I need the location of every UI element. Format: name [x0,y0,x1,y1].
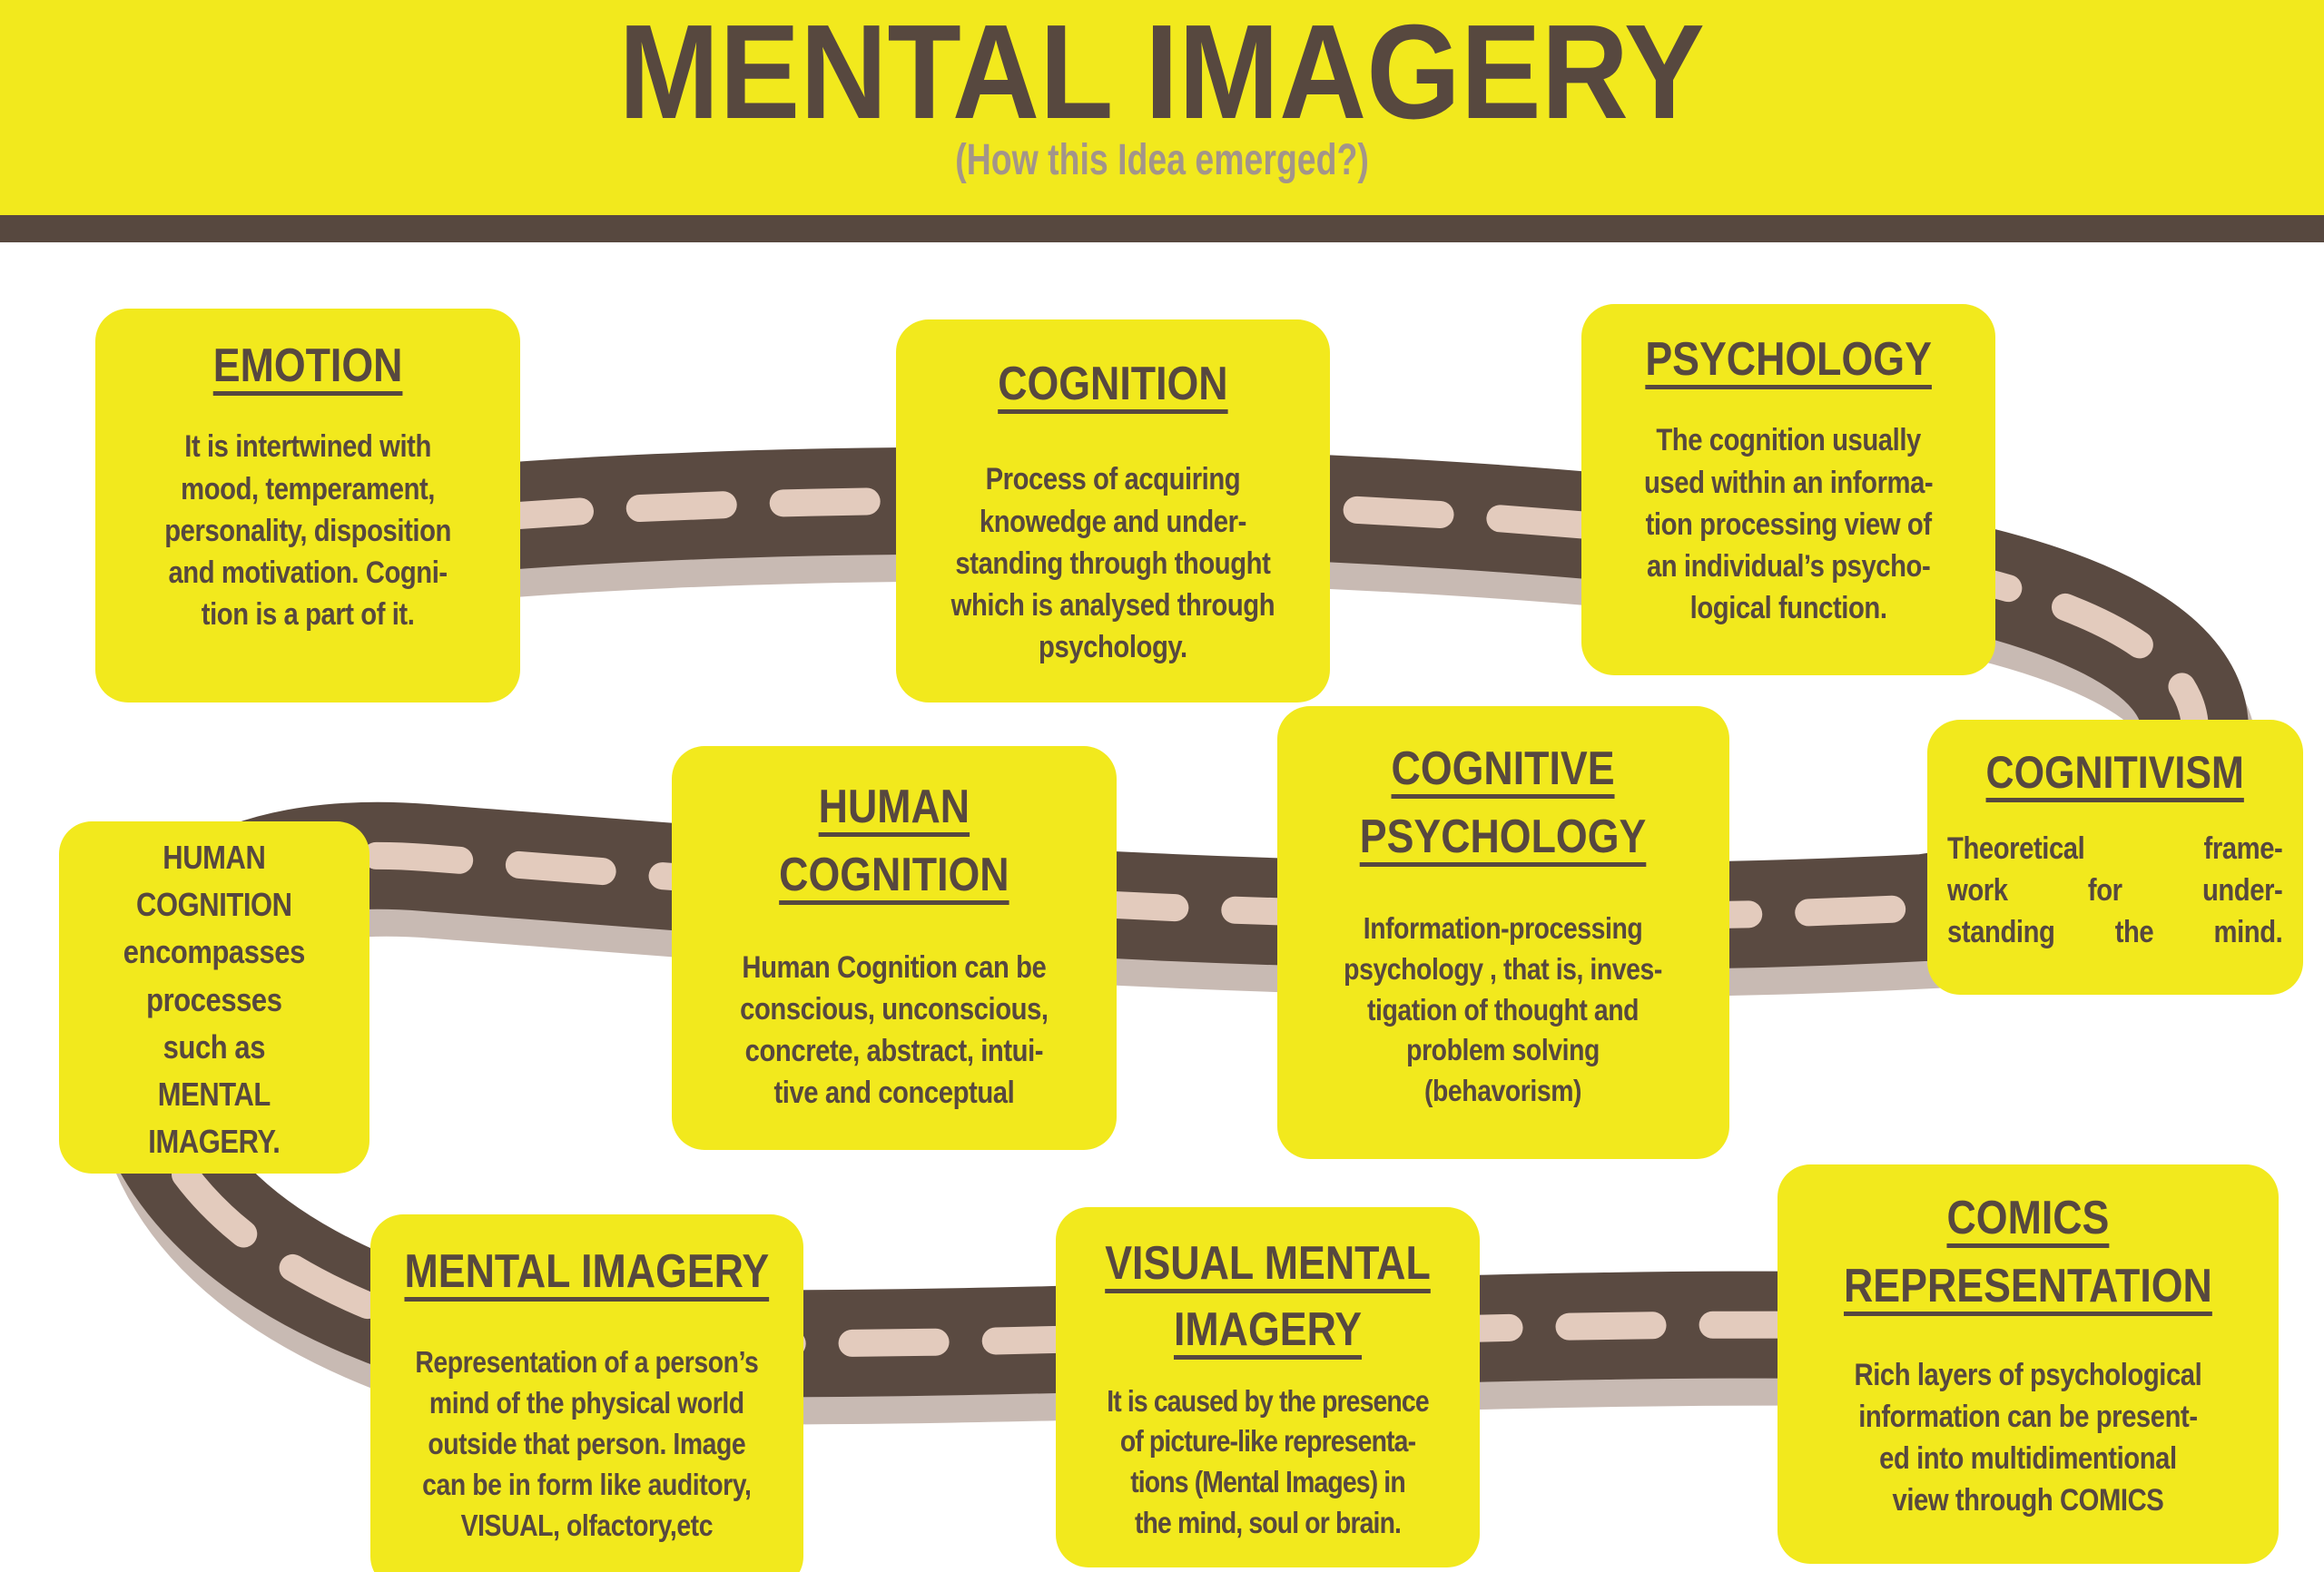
box-title: MENTAL IMAGERY [404,1245,770,1298]
box-body: Human Cognition can be conscious, uncons… [740,949,1049,1111]
box-title: PSYCHOLOGY [1645,333,1932,386]
box-title: EMOTION [212,339,403,392]
box-body: Representation of a person’s mind of the… [415,1345,759,1542]
header-divider-bar [0,215,2324,242]
box-body: Information-processing psychology , that… [1344,910,1663,1108]
box-body: Process of acquiring knowedge and under-… [950,462,1275,665]
concept-box-visual-mental-imagery: VISUAL MENTAL IMAGERY It is caused by th… [1056,1207,1480,1567]
concept-box-cognition: COGNITION Process of acquiring knowedge … [896,319,1330,702]
concept-box-mental-imagery: MENTAL IMAGERY Representation of a perso… [370,1214,803,1572]
box-title: COGNITION [998,358,1228,410]
box-body: Theoretical frame- work for under- stand… [1947,830,2283,949]
box-body: HUMAN COGNITION encompasses processes su… [123,839,306,1161]
concept-box-cognitive-psychology: COGNITIVE PSYCHOLOGY Information-process… [1277,706,1729,1159]
concept-box-comics-representation: COMICS REPRESENTATION Rich layers of psy… [1777,1164,2279,1564]
poster-subtitle: (How this Idea emerged?) [0,135,2324,184]
box-title: VISUAL MENTAL IMAGERY [1105,1237,1431,1356]
concept-box-human-cognition-note: HUMAN COGNITION encompasses processes su… [59,821,369,1174]
box-title: HUMAN COGNITION [779,781,1009,902]
concept-box-psychology: PSYCHOLOGY The cognition usually used wi… [1581,304,1995,675]
concept-box-cognitivism: COGNITIVISM Theoretical frame- work for … [1927,720,2303,995]
concept-box-human-cognition: HUMAN COGNITION Human Cognition can be c… [672,746,1117,1150]
header-band: MENTAL IMAGERY (How this Idea emerged?) [0,0,2324,215]
box-body: Rich layers of psychological information… [1854,1357,2202,1518]
box-title: COGNITIVE PSYCHOLOGY [1360,742,1647,864]
poster-title: MENTAL IMAGERY [0,0,2324,147]
box-body: It is caused by the presence of picture-… [1107,1383,1429,1540]
box-title: COMICS REPRESENTATION [1844,1192,2212,1313]
box-title: COGNITIVISM [1985,747,2245,798]
box-body: The cognition usually used within an inf… [1643,423,1934,626]
concept-box-emotion: EMOTION It is intertwined with mood, tem… [95,309,520,702]
poster-subtitle-text: (How this Idea emerged?) [955,135,1369,184]
poster-title-text: MENTAL IMAGERY [618,0,1706,147]
box-body: It is intertwined with mood, temperament… [164,429,451,633]
